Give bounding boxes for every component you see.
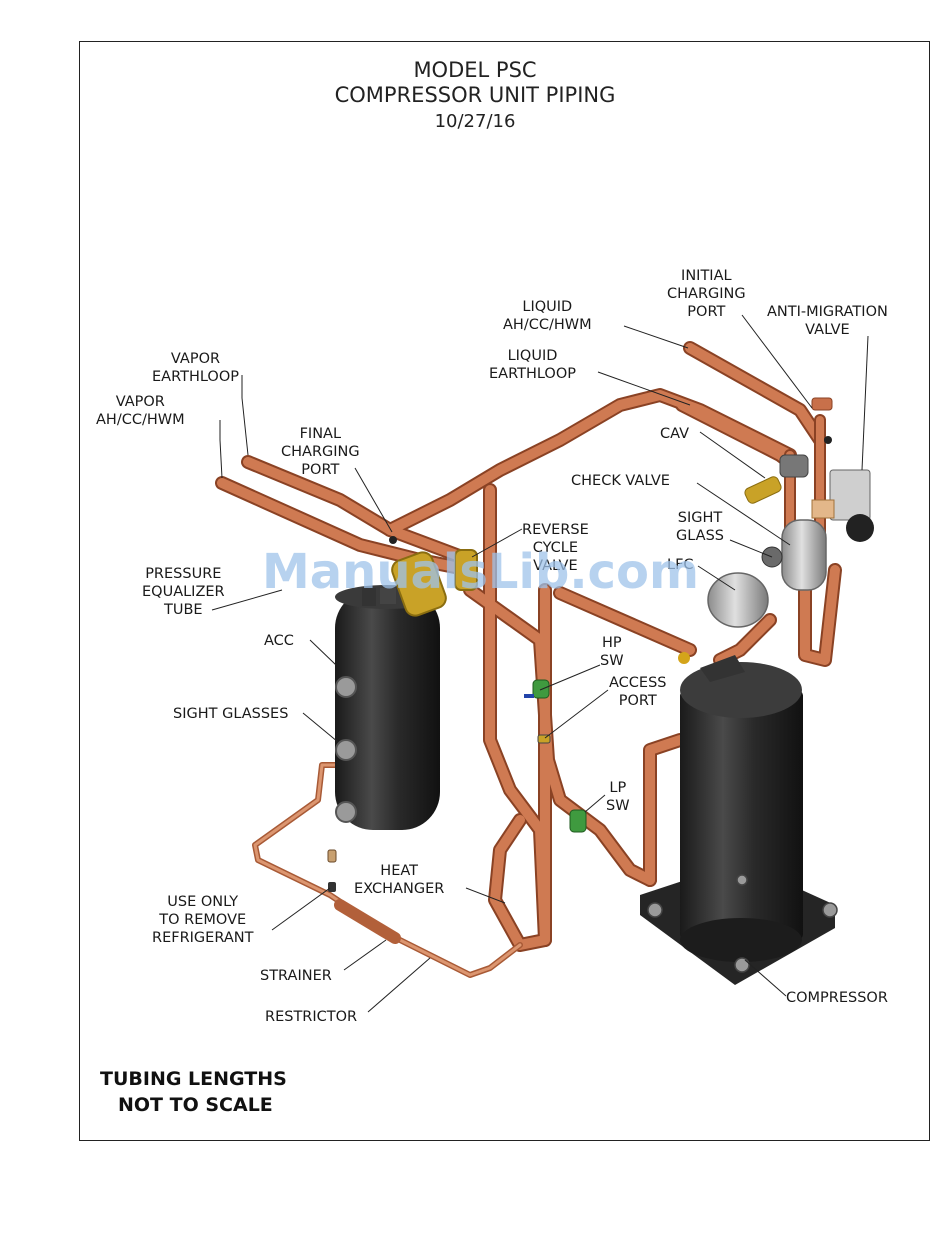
scale-note-line2: NOT TO SCALE: [118, 1094, 273, 1116]
label-acc: ACC: [264, 633, 294, 649]
title-model: MODEL PSC: [413, 58, 537, 82]
watermark: ManualsLib.com: [262, 544, 699, 600]
sight-glass-icon: [761, 519, 827, 591]
accumulator-tank: [335, 585, 440, 830]
leader-lines: [211, 314, 869, 1013]
hp-switch-icon: [524, 679, 550, 699]
acc-sight-glass-icon: [335, 676, 357, 823]
lp-switch-icon: [569, 809, 587, 833]
charging-port-icon: [389, 397, 833, 544]
drawing-border: [79, 41, 930, 1141]
scale-note: TUBING LENGTHS NOT TO SCALE: [100, 1066, 287, 1118]
refrigerant-valve-icon: [327, 849, 337, 892]
scale-note-line1: TUBING LENGTHS: [100, 1068, 287, 1090]
title-drawing: COMPRESSOR UNIT PIPING: [334, 83, 616, 107]
label-check-valve: CHECK VALVE: [571, 473, 670, 489]
label-strainer: STRAINER: [260, 968, 332, 984]
label-cav: CAV: [660, 426, 690, 442]
label-compressor: COMPRESSOR: [786, 990, 888, 1006]
label-restrictor: RESTRICTOR: [265, 1009, 358, 1025]
anti-migration-valve-icon: [811, 469, 874, 542]
title-date: 10/27/16: [434, 111, 516, 132]
label-sight-glasses: SIGHT GLASSES: [173, 706, 289, 722]
lfc-icon: [707, 572, 769, 628]
cav-valve-icon: [744, 454, 809, 504]
access-port-icon: [537, 734, 551, 744]
compressor-icon: [640, 652, 838, 985]
label-lfc: LFC: [667, 557, 694, 573]
reverse-cycle-valve-icon: [391, 549, 478, 617]
